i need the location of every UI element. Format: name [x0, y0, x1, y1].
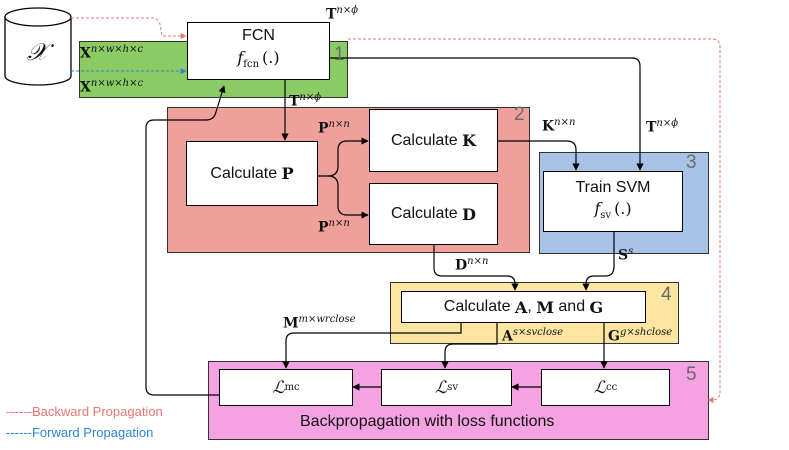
a-out-label: As×svclose	[502, 327, 564, 345]
amg-region-number: 4	[661, 284, 672, 305]
svm-function: fsv(.)	[594, 198, 632, 222]
input-x-forward-label: Xn×w×h×c	[80, 78, 144, 96]
legend-backward-label: Backward Propagation	[31, 404, 163, 419]
g-out-label: Gg×shclose	[608, 327, 673, 345]
calculate-p-box: Calculate P	[186, 141, 318, 206]
d-to-amg-label: Dn×n	[455, 256, 489, 274]
loss-region-number: 5	[686, 364, 697, 385]
arrow-p-to-d	[327, 175, 369, 219]
legend-backward: ------Backward Propagation	[6, 404, 163, 419]
s-out-label: Ss	[618, 246, 634, 264]
arrow-amg-to-lmc	[282, 323, 462, 369]
arrow-p-to-k	[318, 137, 369, 177]
arrow-loss-to-fcn	[145, 85, 226, 396]
legend-backward-line: ------	[6, 404, 32, 419]
svm-region-number: 3	[686, 152, 697, 173]
m-out-label: Mm×wrclose	[283, 314, 356, 332]
arrow-svm-to-amg	[582, 232, 615, 291]
arrow-d-to-amg	[433, 244, 519, 291]
p-upper-label: Pn×n	[318, 119, 350, 137]
fcn-region-number: 1	[334, 44, 345, 65]
dataset-cylinder	[4, 7, 72, 86]
fcn-title: FCN	[242, 27, 275, 45]
loss-caption: Backpropagation with loss functions	[300, 413, 555, 430]
legend-forward-label: Forward Propagation	[31, 425, 154, 440]
train-svm-box: Train SVM fsv(.)	[543, 171, 683, 232]
t-to-p-label: Tn×ϕ	[289, 92, 322, 110]
fcn-output-label: Tn×ϕ	[326, 5, 359, 23]
fcn-function: ffcn(.)	[237, 48, 280, 71]
k-to-svm-label: Kn×n	[542, 117, 576, 135]
t-to-svm-label: Tn×ϕ	[646, 118, 679, 136]
calculate-k-box: Calculate K	[369, 109, 498, 172]
backward-arrow-outer-loop	[348, 38, 721, 403]
calculate-d-box: Calculate D	[369, 183, 498, 245]
dataset-symbol: 𝒳	[27, 38, 48, 66]
p-lower-label: Pn×n	[318, 218, 350, 236]
legend-forward: ------Forward Propagation	[6, 425, 153, 440]
backward-arrow-to-fcn	[71, 17, 187, 39]
arrow-amg-to-lsv	[441, 323, 498, 369]
legend-forward-line: ------	[6, 425, 32, 440]
calculate-amg-box: Calculate A, M and G	[401, 291, 646, 323]
kernel-region-number: 2	[514, 104, 525, 125]
input-x-backward-label: Xn×w×h×c	[80, 44, 144, 62]
arrow-k-to-svm	[498, 140, 580, 171]
svm-title: Train SVM	[575, 178, 651, 196]
fcn-box: FCN ffcn(.)	[187, 22, 330, 80]
arrow-fcn-to-svm	[330, 57, 644, 171]
